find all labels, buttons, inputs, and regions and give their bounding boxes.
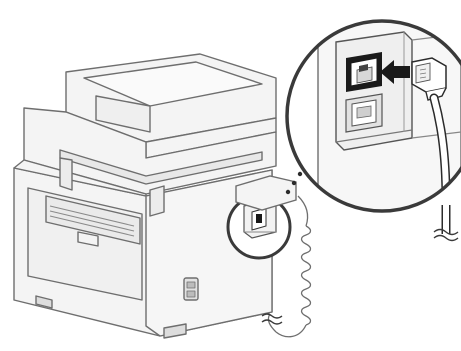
magnified-callout: [287, 4, 461, 260]
cord-break-mark-bottom: [262, 314, 282, 324]
cord-coil: [302, 226, 311, 325]
phone-jack-line-port: [346, 52, 382, 92]
phone-jack-ext-port: [346, 94, 382, 132]
cable-break-mark-right: [434, 230, 458, 241]
